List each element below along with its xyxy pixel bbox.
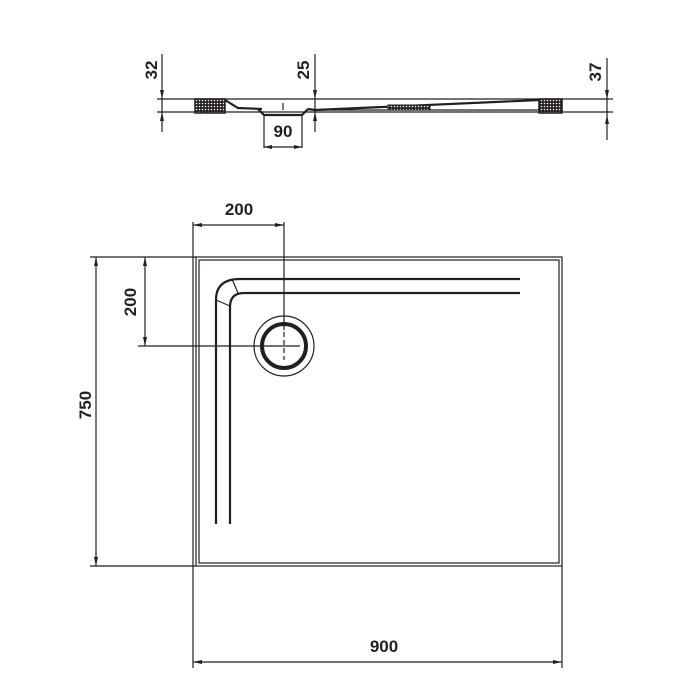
tray-inner-edge [198,259,560,564]
dim-90-label: 90 [274,122,293,141]
dim-32-label: 32 [142,61,161,80]
dim-900-label: 900 [370,637,398,656]
dim-25-label: 25 [294,61,313,80]
side-view: 32 25 37 90 [142,54,613,149]
dim-200x-label: 200 [225,200,253,219]
left-slope [224,99,263,111]
top-view: 200 200 750 900 [76,200,563,668]
left-rim-block [194,98,226,114]
dim-200y-label: 200 [121,288,140,316]
channel-inner [228,291,520,524]
mid-strip [387,104,431,111]
drain-recess [257,108,309,117]
channel-outer [214,277,520,524]
dim-37-label: 37 [586,63,605,82]
channel-corner-joint-1 [231,278,239,294]
dim-750-label: 750 [76,391,95,419]
channel-corner-joint-2 [215,299,231,307]
tray-outer-edge [195,256,563,567]
right-rim-block [538,98,563,114]
